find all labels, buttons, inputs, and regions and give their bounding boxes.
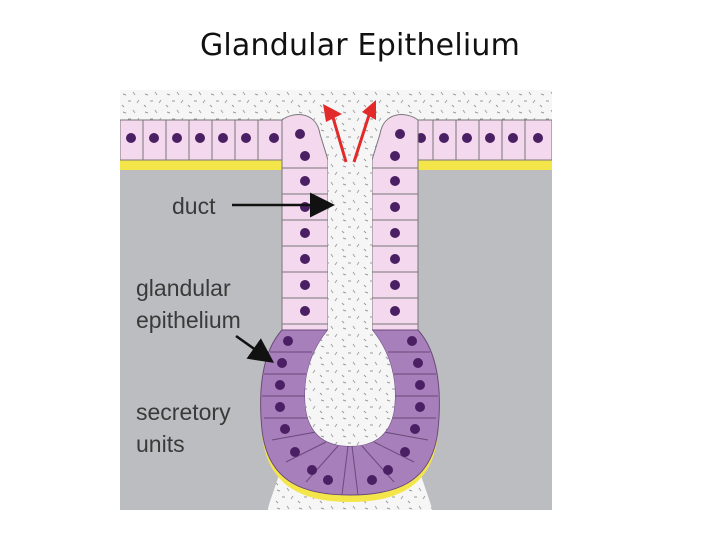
duct-wall-right [371, 114, 419, 331]
label-glandular: glandular [136, 275, 231, 301]
glandular-epithelium-diagram: duct glandular epithelium secretory unit… [120, 90, 552, 510]
label-units: units [136, 431, 185, 457]
secretion-arrows [323, 100, 376, 163]
label-secretory: secretory [136, 399, 231, 425]
connective-tissue [120, 164, 298, 510]
label-duct: duct [172, 193, 216, 219]
secretory-unit [260, 329, 440, 496]
connective-tissue-right [402, 164, 552, 510]
duct-wall-left [281, 114, 329, 331]
duct-lumen [304, 134, 396, 446]
glandular-pointer-arrow [235, 334, 275, 363]
label-epithelium: epithelium [136, 307, 241, 333]
slide-title: Glandular Epithelium [199, 28, 521, 63]
